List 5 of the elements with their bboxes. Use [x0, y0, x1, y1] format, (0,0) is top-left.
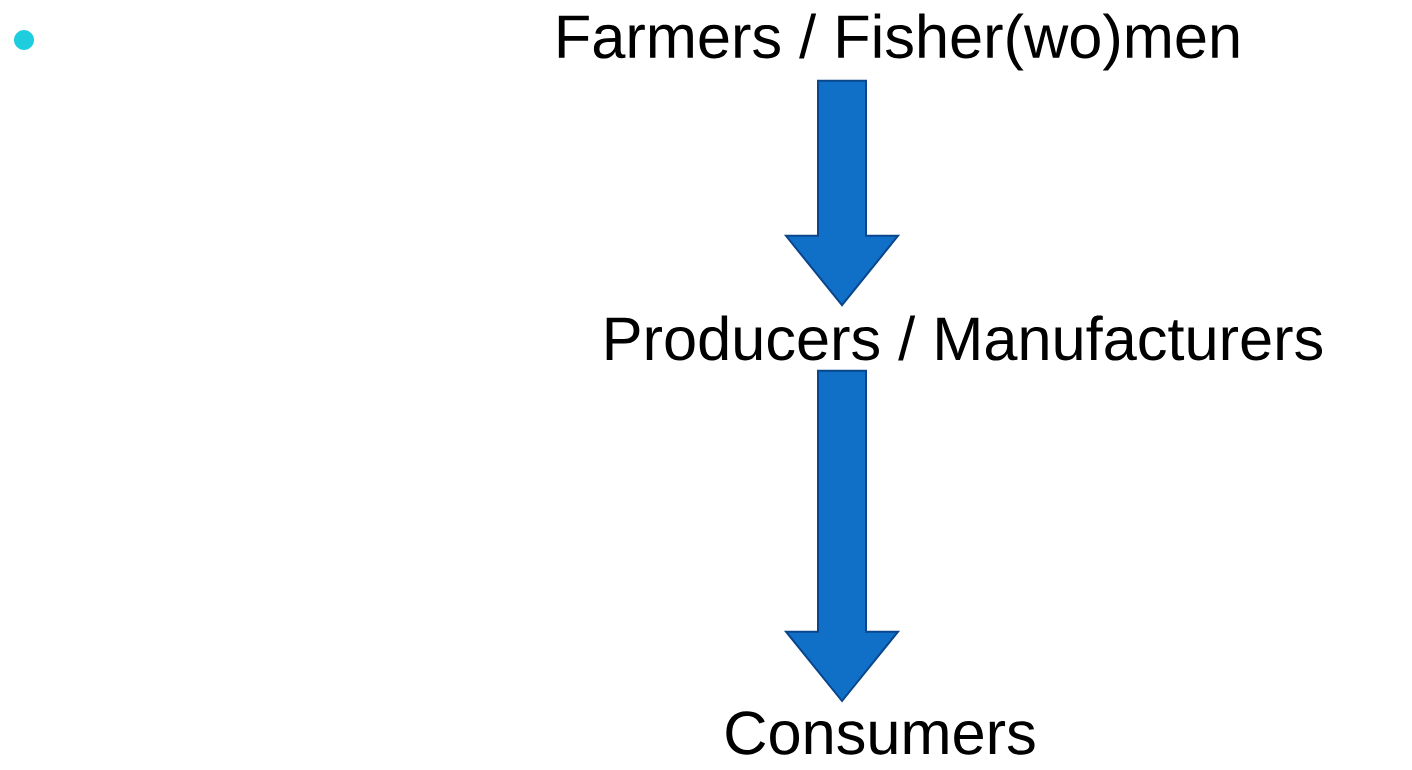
node-label: Producers / Manufacturers — [606, 315, 1322, 361]
node-label: Farmers / Fisher(wo)men — [558, 13, 1239, 71]
node-label: Consumers — [726, 711, 1035, 755]
block-arrow — [783, 369, 901, 703]
block-arrow — [783, 79, 901, 307]
